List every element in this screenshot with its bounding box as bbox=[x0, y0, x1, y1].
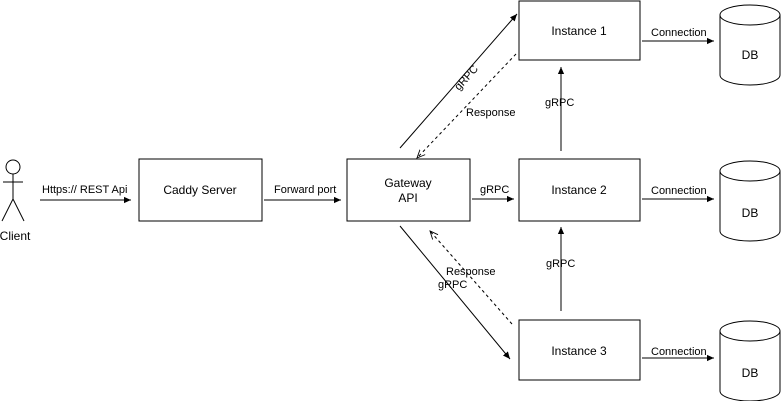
edge-instance2-db2: Connection bbox=[642, 185, 714, 203]
edge-instance1-db1-label: Connection bbox=[651, 27, 707, 39]
edge-gateway-instance2: gRPC bbox=[472, 184, 514, 203]
edge-instance1-db1: Connection bbox=[642, 27, 714, 45]
edge-instance3-gateway-response: Response bbox=[430, 231, 513, 325]
edge-gateway-instance1-label: gRPC bbox=[452, 63, 481, 93]
edge-caddy-gateway-label: Forward port bbox=[274, 184, 336, 196]
edge-client-caddy-label: Https:// REST Api bbox=[42, 184, 127, 196]
instance-2-node: Instance 2 bbox=[518, 158, 641, 222]
db-1-label: DB bbox=[742, 48, 759, 62]
edge-caddy-gateway: Forward port bbox=[264, 184, 341, 204]
edge-instance3-instance2: gRPC bbox=[546, 227, 575, 311]
instance-3-node: Instance 3 bbox=[518, 319, 641, 381]
edge-instance1-gateway-response: Response bbox=[417, 53, 517, 158]
db-3-node: DB bbox=[719, 320, 781, 401]
instance-2-label: Instance 2 bbox=[551, 183, 607, 197]
client-actor: Client bbox=[0, 159, 31, 243]
edge-gateway-instance3: gRPC bbox=[399, 225, 511, 360]
caddy-server-node: Caddy Server bbox=[138, 158, 263, 222]
instance-1-label: Instance 1 bbox=[551, 24, 607, 38]
edge-instance3-instance2-label: gRPC bbox=[546, 258, 575, 270]
edge-client-caddy: Https:// REST Api bbox=[40, 184, 131, 204]
caddy-server-label: Caddy Server bbox=[163, 183, 236, 197]
db-2-label: DB bbox=[742, 206, 759, 220]
db-2-node: DB bbox=[719, 160, 781, 242]
instance-3-label: Instance 3 bbox=[551, 344, 607, 358]
gateway-label-line1: Gateway bbox=[384, 176, 431, 190]
client-actor-head bbox=[5, 159, 21, 175]
edge-instance3-db3: Connection bbox=[642, 346, 714, 362]
edge-instance1-gateway-response-label: Response bbox=[466, 107, 516, 119]
edge-instance3-gateway-response-label: Response bbox=[446, 266, 496, 278]
db-1-node: DB bbox=[719, 4, 781, 86]
instance-1-node: Instance 1 bbox=[518, 0, 641, 61]
edge-gateway-instance2-label: gRPC bbox=[480, 184, 509, 196]
edge-instance3-db3-label: Connection bbox=[651, 346, 707, 358]
edge-gateway-instance3-label: gRPC bbox=[438, 279, 467, 291]
edge-gateway-instance1: gRPC bbox=[399, 13, 518, 149]
client-label: Client bbox=[0, 229, 31, 243]
gateway-label-line2: API bbox=[398, 191, 417, 205]
db-3-label: DB bbox=[742, 366, 759, 380]
edge-instance2-instance1-label: gRPC bbox=[545, 97, 574, 109]
client-actor-leg-left bbox=[1, 198, 14, 222]
edge-instance2-instance1: gRPC bbox=[545, 67, 574, 151]
gateway-api-node: Gateway API bbox=[346, 158, 471, 222]
client-actor-leg-right bbox=[12, 198, 25, 222]
edge-instance2-db2-label: Connection bbox=[651, 185, 707, 197]
